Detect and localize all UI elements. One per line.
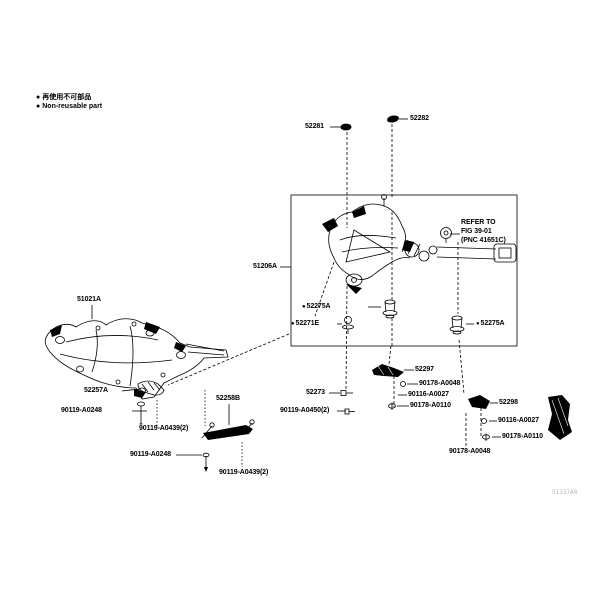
bracket-52297-glyph [372, 364, 404, 377]
washer-90178-A0110-right-glyph [482, 433, 490, 441]
part-label-90119-A0439-upper: 90119-A0439(2) [139, 425, 189, 432]
part-label-52275A-center: ●52275A [302, 303, 331, 310]
bolt-52271E-glyph [342, 316, 354, 334]
non-reusable-bullet-icon: ● [476, 321, 480, 327]
part-label-52281: 52281 [305, 123, 324, 130]
part-label-90119-A0248-lower: 90119-A0248 [130, 451, 171, 458]
part-label-52273: 52273 [306, 389, 325, 396]
non-reusable-bullet-icon: ● [36, 103, 41, 110]
part-label-51206A: 51206A [253, 263, 277, 270]
refer-to-line1: REFER TO [461, 219, 496, 226]
part-label-90178-A0048-upper: 90178-A0048 [419, 380, 461, 387]
part-label-90116-A0027-left: 90116-A0027 [408, 391, 449, 398]
bracket-52257A-glyph [137, 380, 165, 396]
legend-non-reusable-jp: ●再使用不可部品 [36, 94, 92, 101]
part-label-51021A: 51021A [77, 296, 101, 303]
non-reusable-bullet-icon: ● [291, 321, 295, 327]
part-label-52297: 52297 [415, 366, 434, 373]
nut-52275A-right-glyph [449, 315, 465, 335]
dotted-reference-lines [156, 390, 243, 467]
part-label-90119-A0450: 90119-A0450(2) [280, 407, 330, 414]
clip-52281-glyph [340, 123, 352, 131]
front-crossmember-drawing [44, 318, 229, 400]
refer-bushing-glyph [440, 227, 452, 243]
dashed-reference-lines [167, 124, 482, 446]
part-label-90178-A0048-lower: 90178-A0048 [449, 448, 491, 455]
part-label-90178-A0110-right: 90178-A0110 [502, 433, 543, 440]
drawing-code: 51337A0 [552, 489, 578, 496]
nut-90116-A0027-right-glyph [481, 418, 487, 424]
nut-90178-A0048-upper-glyph [400, 381, 406, 387]
refer-to-line3: (PNC 41651C) [461, 237, 506, 244]
bolt-90119-A0248-lower-glyph [202, 452, 210, 472]
part-label-90178-A0110-left: 90178-A0110 [410, 402, 451, 409]
legend-non-reusable-en: ●Non-reusable part [36, 103, 103, 110]
part-label-52275A-right: ●52275A [476, 320, 505, 327]
part-label-90119-A0439-lower: 90119-A0439(2) [219, 469, 269, 476]
rear-suspension-member-drawing [322, 194, 517, 294]
non-reusable-bullet-icon: ● [302, 304, 306, 310]
refer-to-note: REFER TO FIG 39-01 (PNC 41651C) [461, 218, 506, 245]
bracket-52298-glyph [468, 395, 572, 440]
part-label-90116-A0027-right: 90116-A0027 [498, 417, 539, 424]
refer-to-line2: FIG 39-01 [461, 228, 492, 235]
part-label-52298: 52298 [499, 399, 518, 406]
non-reusable-bullet-icon: ● [36, 94, 41, 101]
bracket-52258B-glyph [201, 419, 255, 440]
part-label-90119-A0248-upper: 90119-A0248 [61, 407, 102, 414]
nut-52275A-center-glyph [382, 299, 398, 319]
washer-90178-A0110-left-glyph [388, 402, 396, 410]
detail-box [290, 194, 518, 347]
bolt-90119-A0248-upper-glyph [137, 401, 145, 425]
clip-52282-glyph [386, 115, 400, 123]
bolt-52273-glyph [340, 390, 353, 396]
bolt-90119-A0450-glyph [344, 408, 355, 415]
part-label-52258B: 52258B [216, 395, 240, 402]
part-label-52271E: ●52271E [291, 320, 320, 327]
part-label-52282: 52282 [410, 115, 429, 122]
part-label-52257A: 52257A [84, 387, 108, 394]
